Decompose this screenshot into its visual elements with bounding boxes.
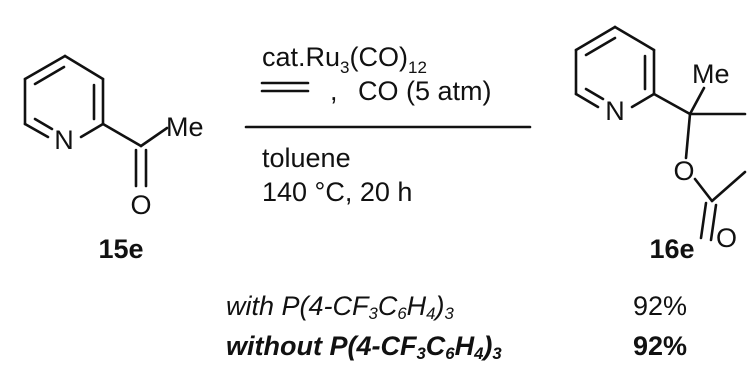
reactant-pyridine-ring xyxy=(23,54,105,139)
reactant-methyl-label: Me xyxy=(166,112,204,142)
result-yield-with: 92% xyxy=(633,291,688,321)
product-lactone-ring xyxy=(652,86,747,242)
result-yield-without: 92% xyxy=(633,331,688,361)
catalyst-label: cat.Ru3(CO)12 xyxy=(262,42,427,77)
result-condition-without: without P(4-CF3C6H4)3 xyxy=(226,331,502,364)
reactant-acetyl-group xyxy=(101,122,169,188)
product-methyl-label: Me xyxy=(692,59,730,89)
ethylene-double-bond xyxy=(260,81,310,93)
temperature-time-label: 140 °C, 20 h xyxy=(262,177,412,207)
result-condition-with: with P(4-CF3C6H4)3 xyxy=(226,291,454,324)
product-carbonyl-oxygen-label: O xyxy=(716,223,737,253)
product-compound-label: 16e xyxy=(649,234,694,264)
reagent-separator: , xyxy=(330,76,338,106)
reactant-compound-label: 15e xyxy=(98,234,143,264)
product-nitrogen-label: N xyxy=(605,96,625,126)
reactant-carbonyl-oxygen-label: O xyxy=(130,190,151,220)
product-pyridine-ring xyxy=(574,25,656,109)
reactant-nitrogen-label: N xyxy=(54,125,74,155)
solvent-label: toluene xyxy=(262,143,351,173)
product-ring-oxygen-label: O xyxy=(673,156,694,186)
reagent-co-label: CO (5 atm) xyxy=(358,76,492,106)
